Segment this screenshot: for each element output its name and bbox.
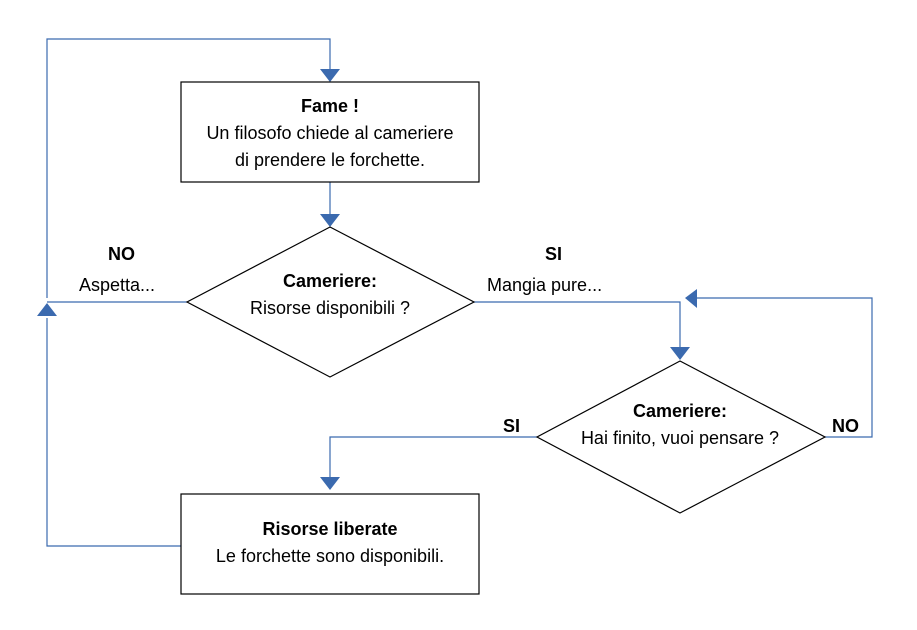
hunger-line-2: di prendere le forchette. — [234, 150, 426, 170]
arrowhead-loop-back — [685, 289, 697, 308]
decision-finished-question: Hai finito, vuoi pensare ? — [580, 428, 780, 448]
process-box-hunger — [180, 81, 480, 183]
released-title: Risorse liberate — [262, 519, 398, 539]
hunger-node-text: Fame ! Un filosofo chiede al cameriere d… — [181, 93, 479, 174]
decision-finished-title: Cameriere: — [632, 401, 728, 421]
hunger-line-1: Un filosofo chiede al cameriere — [206, 123, 454, 143]
arrowhead-up-left-loop — [37, 303, 57, 316]
arrowhead-into-hunger — [320, 69, 340, 82]
decision-diamond-available — [185, 226, 476, 378]
process-box-released — [180, 493, 480, 595]
edge-label-yes-title: SI — [545, 244, 563, 264]
arrowhead-into-released — [320, 477, 340, 490]
released-node-text: Risorse liberate Le forchette sono dispo… — [181, 516, 479, 570]
edge-label-finished-yes: SI — [503, 416, 521, 436]
connector-loop-top — [46, 38, 331, 298]
edge-label-wait: Aspetta... — [79, 275, 156, 295]
released-text: Le forchette sono disponibili. — [215, 546, 445, 566]
decision-available-title: Cameriere: — [282, 271, 378, 291]
decision-diamond-finished — [535, 360, 827, 514]
decision-finished-text: Cameriere: Hai finito, vuoi pensare ? — [555, 398, 805, 452]
connector-yes-eat — [474, 301, 681, 348]
arrowhead-into-decision-available — [320, 214, 340, 227]
decision-available-text: Cameriere: Risorse disponibili ? — [230, 268, 430, 322]
edge-label-eat: Mangia pure... — [487, 275, 603, 295]
connector-released-back — [46, 318, 182, 547]
connector-finished-yes — [329, 436, 537, 478]
edge-label-finished-no: NO — [832, 416, 859, 436]
edge-label-no-title: NO — [108, 244, 135, 264]
hunger-title: Fame ! — [300, 96, 360, 116]
connector-finished-no-loop — [694, 297, 873, 438]
arrowhead-into-decision-finished — [670, 347, 690, 360]
decision-available-question: Risorse disponibili ? — [249, 298, 411, 318]
